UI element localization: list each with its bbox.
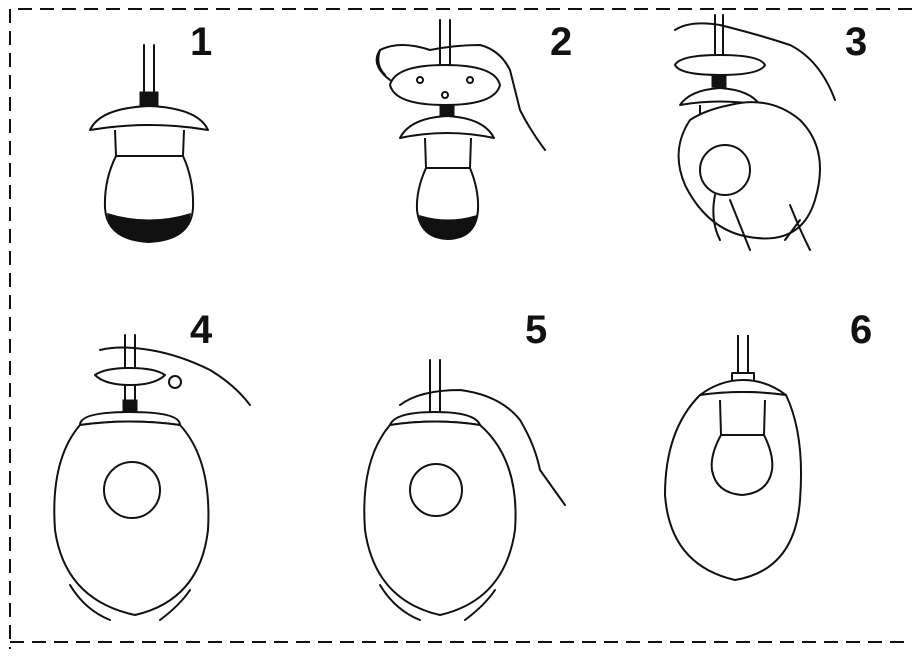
step-3-panel: 3: [660, 10, 912, 310]
hand-raising-canopy-illustration: [360, 10, 600, 250]
step-1-panel: 1: [60, 10, 360, 310]
step-2-panel: 2: [360, 10, 660, 310]
fitting-glass-shade-illustration: [670, 10, 870, 255]
tightening-ring-illustration: [40, 330, 280, 660]
securing-shade-illustration: [350, 330, 590, 660]
bulb-with-canopy-illustration: [80, 30, 280, 260]
step-5-panel: 5: [350, 300, 650, 600]
completed-pendant-illustration: [660, 335, 860, 635]
step-4-panel: 4: [40, 300, 340, 600]
step-6-panel: 6: [640, 300, 912, 600]
